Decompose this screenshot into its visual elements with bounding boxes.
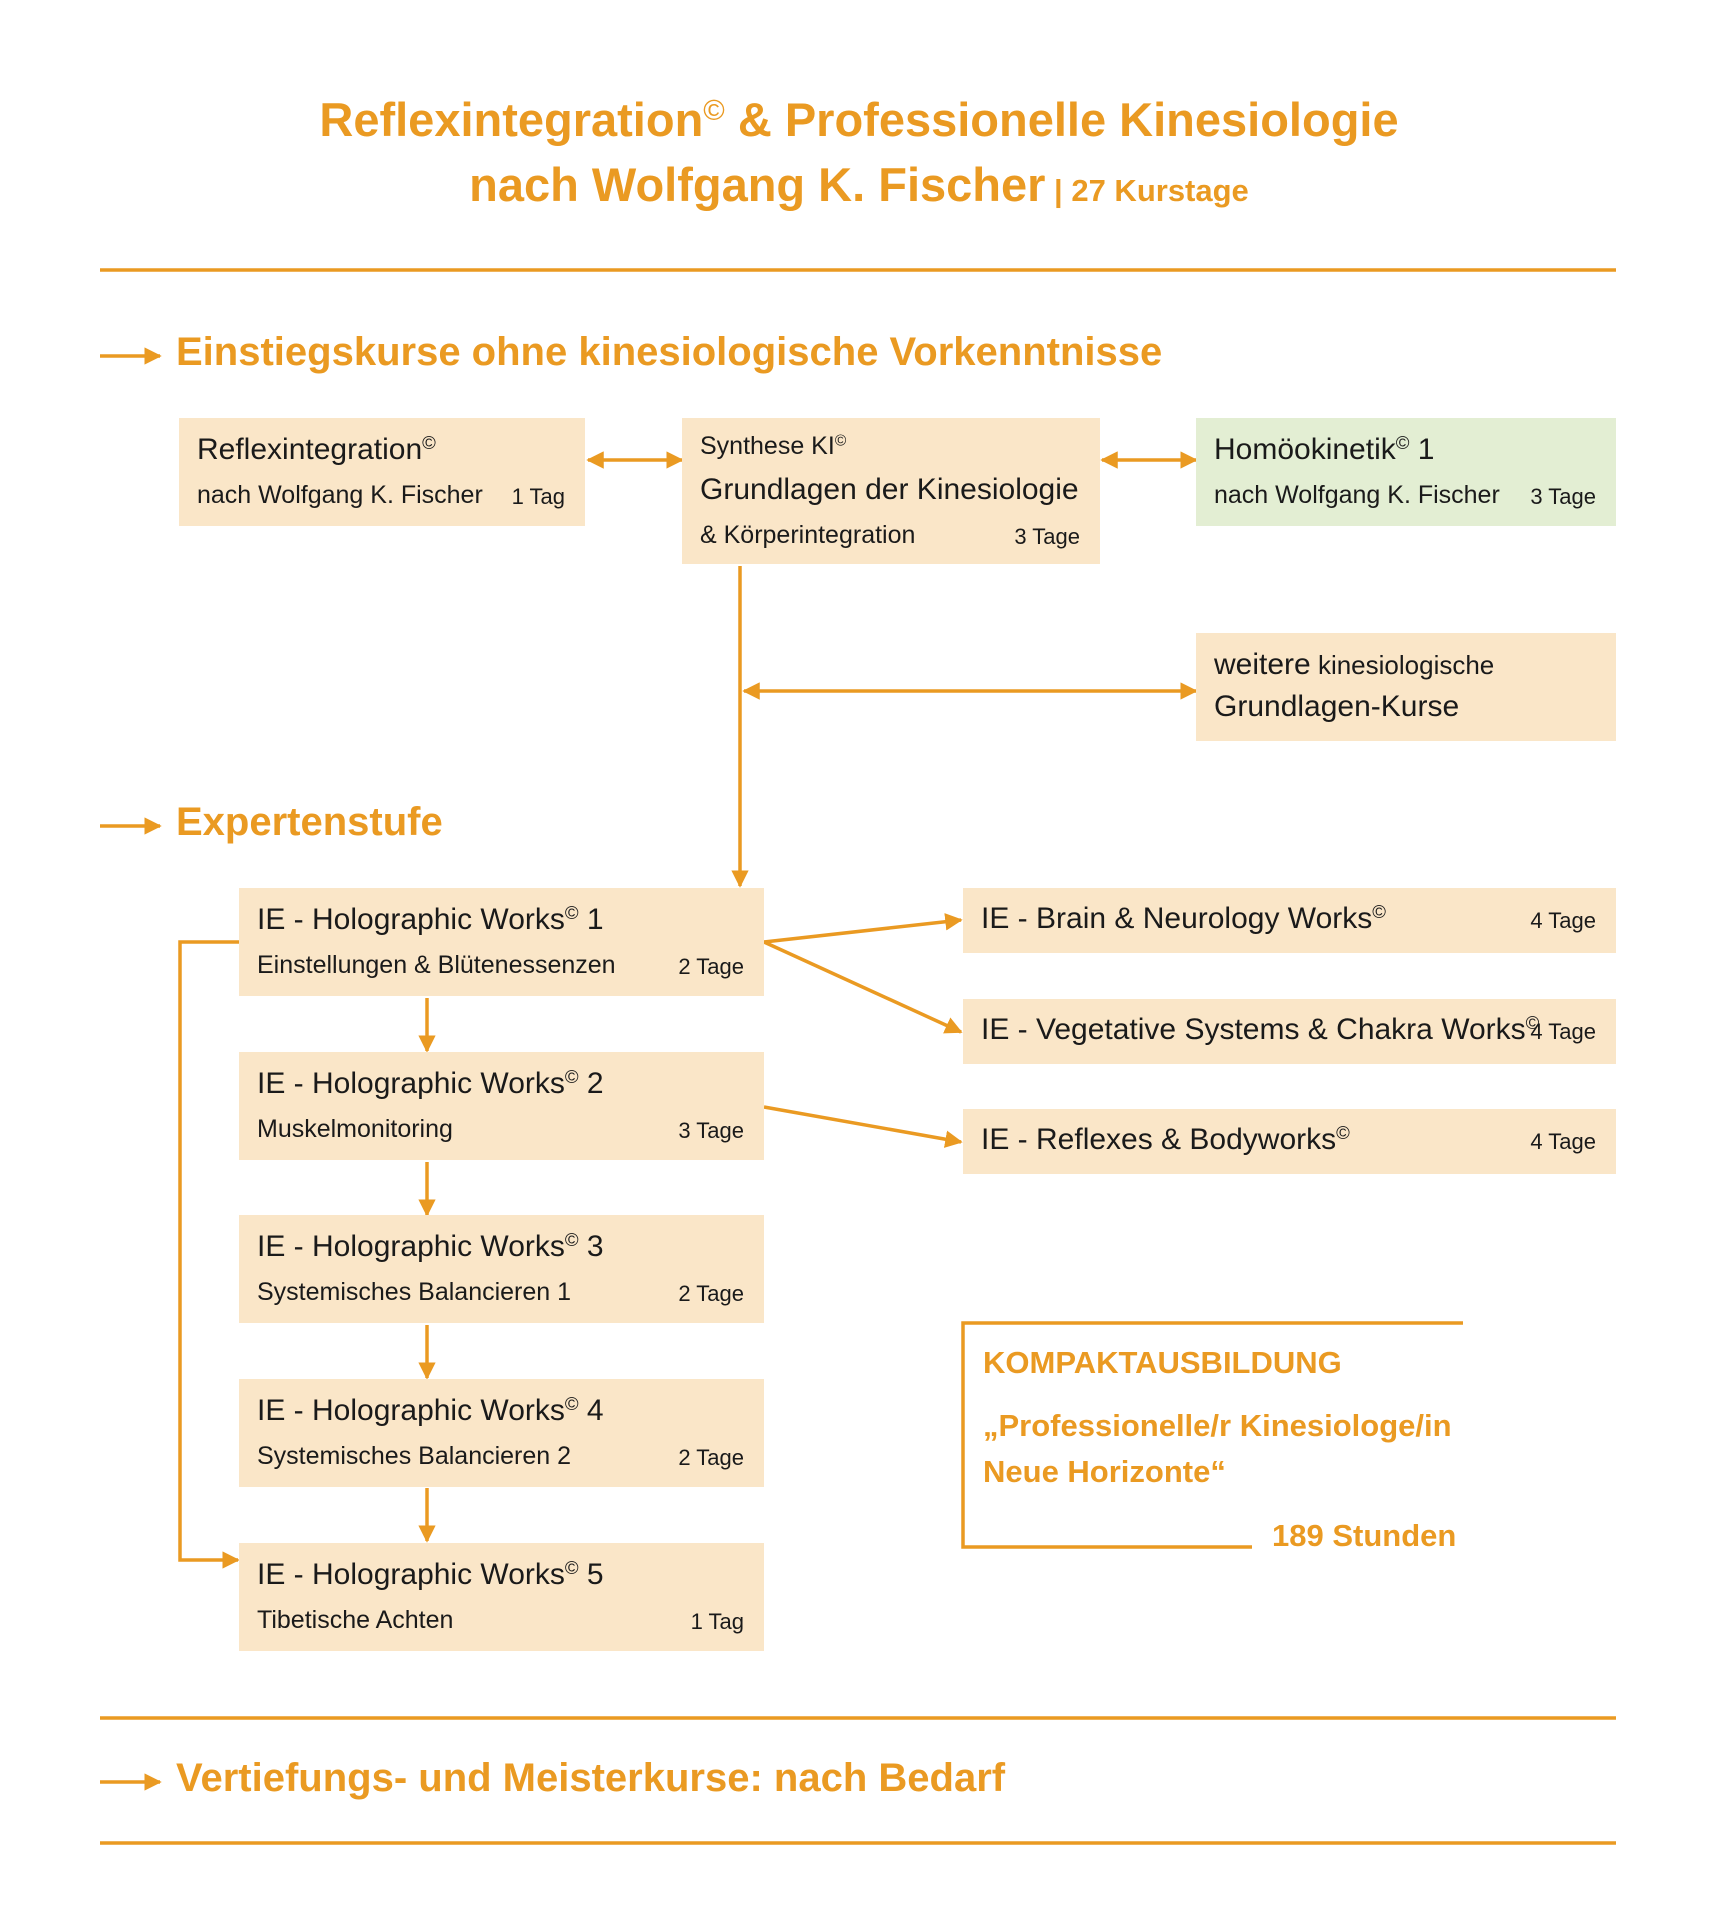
course-number: 1 xyxy=(1409,433,1435,467)
course-holographic-5: IE - Holographic Works© 5 Tibetische Ach… xyxy=(239,1543,764,1651)
copyright-mark: © xyxy=(564,1066,579,1087)
course-weitere-grundlagen: weitere kinesiologische Grundlagen-Kurse xyxy=(1196,633,1616,741)
page-title: Reflexintegration© & Professionelle Kine… xyxy=(0,92,1718,147)
course-name: Grundlagen der Kinesiologie xyxy=(700,473,1079,506)
course-vegetative-chakra: IE - Vegetative Systems & Chakra Works© … xyxy=(963,999,1616,1064)
course-days: 3 Tage xyxy=(1014,524,1080,549)
kompakt-frame xyxy=(961,1321,1463,1549)
subtitle-text: nach Wolfgang K. Fischer xyxy=(469,158,1046,211)
copyright-mark: © xyxy=(564,1557,579,1578)
course-number: 2 xyxy=(578,1067,604,1101)
course-name: Grundlagen-Kurse xyxy=(1214,690,1460,723)
course-name: IE - Holographic Works xyxy=(257,1394,565,1428)
course-days: 1 Tag xyxy=(511,484,565,509)
course-holographic-2: IE - Holographic Works© 2 Muskelmonitori… xyxy=(239,1052,764,1160)
course-days-total: | 27 Kurstage xyxy=(1045,173,1249,208)
course-days: 1 Tag xyxy=(690,1609,744,1634)
course-reflexes-bodyworks: IE - Reflexes & Bodyworks© 4 Tage xyxy=(963,1109,1616,1174)
course-prefix: weitere xyxy=(1214,648,1311,681)
copyright-mark: © xyxy=(1395,432,1410,453)
course-prefix: Synthese KI xyxy=(700,432,835,460)
course-days: 4 Tage xyxy=(1530,908,1596,933)
course-name: Homöokinetik xyxy=(1214,433,1396,467)
course-days: 2 Tage xyxy=(678,1281,744,1306)
course-subtitle: nach Wolfgang K. Fischer xyxy=(1214,481,1500,509)
copyright-mark: © xyxy=(564,902,579,923)
copyright-mark: © xyxy=(564,1229,579,1250)
copyright-mark: © xyxy=(1525,1012,1540,1033)
title-text-rest: & Professionelle Kinesiologie xyxy=(724,93,1399,146)
course-holographic-3: IE - Holographic Works© 3 Systemisches B… xyxy=(239,1215,764,1323)
copyright-mark: © xyxy=(1336,1122,1350,1143)
course-subtitle: & Körperintegration xyxy=(700,521,916,549)
section-heading-advanced: Vertiefungs- und Meisterkurse: nach Beda… xyxy=(176,1756,1006,1800)
section-heading-entry: Einstiegskurse ohne kinesiologische Vork… xyxy=(176,330,1163,374)
course-subtitle: Muskelmonitoring xyxy=(257,1115,453,1143)
course-name: IE - Holographic Works xyxy=(257,903,565,937)
arrow-holo1-holo5 xyxy=(178,940,240,1569)
course-name: Reflexintegration xyxy=(197,433,423,467)
course-days: 2 Tage xyxy=(678,1445,744,1470)
title-text: Reflexintegration xyxy=(319,93,704,146)
course-name: IE - Brain & Neurology Works xyxy=(981,902,1373,936)
course-days: 3 Tage xyxy=(1530,484,1596,509)
course-days: 4 Tage xyxy=(1530,1019,1596,1044)
page-subtitle: nach Wolfgang K. Fischer | 27 Kurstage xyxy=(0,157,1718,212)
course-subtitle: Einstellungen & Blütenessenzen xyxy=(257,951,616,979)
kompakt-hours: 189 Stunden xyxy=(1272,1518,1457,1553)
course-name: IE - Reflexes & Bodyworks xyxy=(981,1123,1337,1157)
copyright-mark: © xyxy=(564,1393,579,1414)
course-subtitle: Tibetische Achten xyxy=(257,1606,454,1634)
copyright-mark: © xyxy=(422,432,436,453)
course-reflexintegration: Reflexintegration© nach Wolfgang K. Fisc… xyxy=(179,418,585,526)
course-subtitle: Systemisches Balancieren 2 xyxy=(257,1442,572,1470)
copyright-mark: © xyxy=(1372,901,1386,922)
course-homoeokinetik: Homöokinetik© 1 nach Wolfgang K. Fischer… xyxy=(1196,418,1616,526)
course-name: IE - Holographic Works xyxy=(257,1067,565,1101)
arrow-holo1-chakra xyxy=(763,940,963,1034)
course-number: 5 xyxy=(578,1558,604,1592)
course-name: IE - Holographic Works xyxy=(257,1230,565,1264)
course-holographic-4: IE - Holographic Works© 4 Systemisches B… xyxy=(239,1379,764,1487)
copyright-mark: © xyxy=(703,94,725,127)
course-holographic-1: IE - Holographic Works© 1 Einstellungen … xyxy=(239,888,764,996)
kompakt-quote-line1: „Professionelle/r Kinesiologe/in xyxy=(983,1408,1452,1443)
kompakt-quote-line2: Neue Horizonte“ xyxy=(983,1454,1226,1489)
course-name: IE - Vegetative Systems & Chakra Works xyxy=(981,1013,1526,1047)
course-number: 4 xyxy=(578,1394,604,1428)
course-number: 1 xyxy=(578,903,604,937)
course-synthese: Synthese KI© Grundlagen der Kinesiologie… xyxy=(682,418,1100,564)
copyright-mark: © xyxy=(834,432,847,450)
course-brain-neurology: IE - Brain & Neurology Works© 4 Tage xyxy=(963,888,1616,953)
arrow-holo1-brain xyxy=(763,913,963,944)
course-days: 4 Tage xyxy=(1530,1129,1596,1154)
course-prefix-small: kinesiologische xyxy=(1310,650,1495,680)
course-subtitle: nach Wolfgang K. Fischer xyxy=(197,481,483,509)
course-days: 2 Tage xyxy=(678,954,744,979)
kompakt-label: KOMPAKTAUSBILDUNG xyxy=(983,1345,1342,1380)
course-days: 3 Tage xyxy=(678,1118,744,1143)
course-name: IE - Holographic Works xyxy=(257,1558,565,1592)
section-heading-expert: Expertenstufe xyxy=(176,800,443,844)
course-number: 3 xyxy=(578,1230,604,1264)
arrow-holo2-reflexes xyxy=(763,1105,963,1148)
course-subtitle: Systemisches Balancieren 1 xyxy=(257,1278,572,1306)
